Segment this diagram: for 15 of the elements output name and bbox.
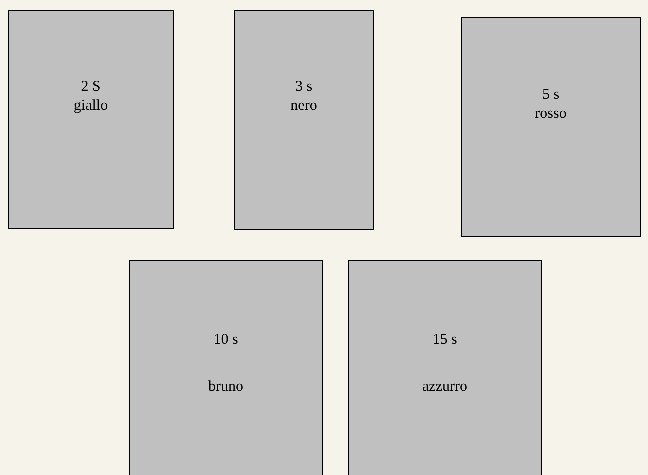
- box-text: 15 s: [432, 331, 458, 350]
- box-text: rosso: [535, 105, 567, 124]
- box: [234, 10, 374, 230]
- box: [129, 260, 323, 475]
- box: [348, 260, 542, 475]
- box-text: 3 s: [295, 78, 313, 97]
- box-text: azzurro: [422, 378, 468, 397]
- box: [461, 17, 641, 237]
- box: [8, 10, 174, 229]
- box-text: 2 S: [81, 78, 101, 97]
- box-text: giallo: [74, 97, 108, 116]
- box-text: 5 s: [542, 86, 560, 105]
- box-text: bruno: [208, 378, 244, 397]
- box-text: 10 s: [214, 331, 238, 350]
- box-text: nero: [290, 97, 318, 116]
